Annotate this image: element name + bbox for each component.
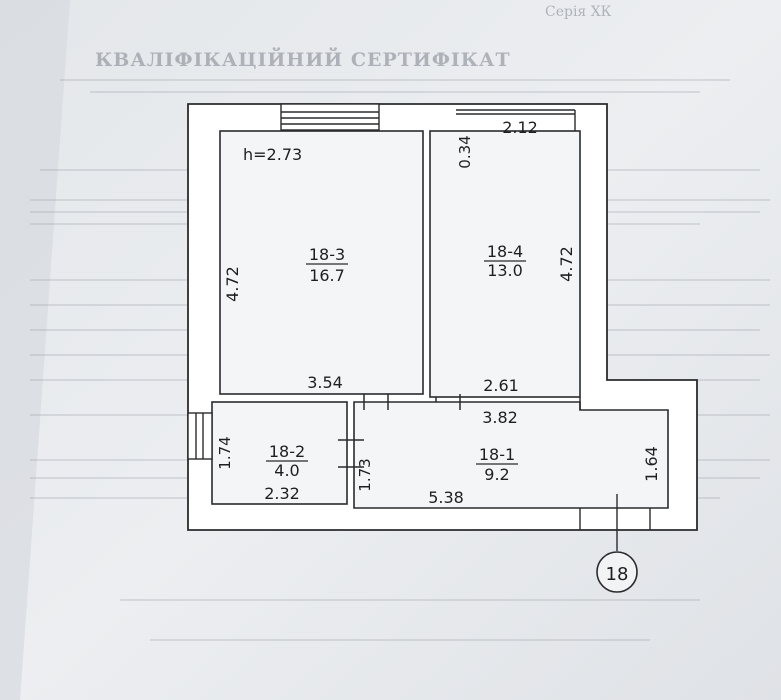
room-18-4-area-value: 13.0	[487, 261, 523, 280]
dimension-4-72-left: 4.72	[223, 266, 242, 302]
room-18-2: 18-2 4.0	[266, 442, 308, 480]
paper-fold-shadow	[0, 0, 70, 700]
background-title-text: КВАЛІФІКАЦІЙНИЙ СЕРТИФІКАТ	[95, 47, 511, 71]
room-18-3: 18-3 16.7	[306, 245, 348, 285]
dimension-5-38: 5.38	[428, 488, 464, 507]
dimension-1-73: 1.73	[356, 458, 374, 491]
room-18-1-id: 18-1	[479, 445, 515, 464]
dimension-1-64: 1.64	[642, 446, 661, 482]
room-18-3-area	[219, 130, 424, 395]
background-header-text: Серія ХК	[545, 4, 612, 20]
room-18-1-area-value: 9.2	[484, 465, 509, 484]
room-18-1: 18-1 9.2	[476, 445, 518, 484]
unit-number-label: 18	[606, 564, 629, 585]
ceiling-height-label: h=2.73	[243, 145, 302, 164]
dimension-labels: 0.34 2.12 4.72 4.72 3.54 2.61 3.82 1.74 …	[216, 118, 661, 507]
room-18-2-id: 18-2	[269, 442, 305, 461]
dimension-0-34: 0.34	[456, 135, 474, 168]
dimension-4-72-right: 4.72	[557, 246, 576, 282]
room-18-4: 18-4 13.0	[484, 242, 526, 280]
window-top-left	[280, 103, 380, 131]
dimension-3-82: 3.82	[482, 408, 518, 427]
window-left	[187, 412, 213, 460]
window-top-right	[456, 109, 576, 131]
unit-number-circle	[596, 551, 638, 593]
door-marks	[338, 394, 581, 468]
window-bottom-right	[579, 508, 651, 530]
dimension-1-74: 1.74	[216, 436, 234, 469]
room-18-4-id: 18-4	[487, 242, 523, 261]
dimension-2-61: 2.61	[483, 376, 519, 395]
room-18-2-area-value: 4.0	[274, 461, 299, 480]
dimension-2-12: 2.12	[502, 118, 538, 137]
room-18-3-area-value: 16.7	[309, 266, 345, 285]
room-18-3-id: 18-3	[309, 245, 345, 264]
dimension-3-54: 3.54	[307, 373, 343, 392]
dimension-2-32: 2.32	[264, 484, 300, 503]
room-18-4-area	[429, 130, 581, 398]
room-18-2-area	[211, 401, 348, 505]
